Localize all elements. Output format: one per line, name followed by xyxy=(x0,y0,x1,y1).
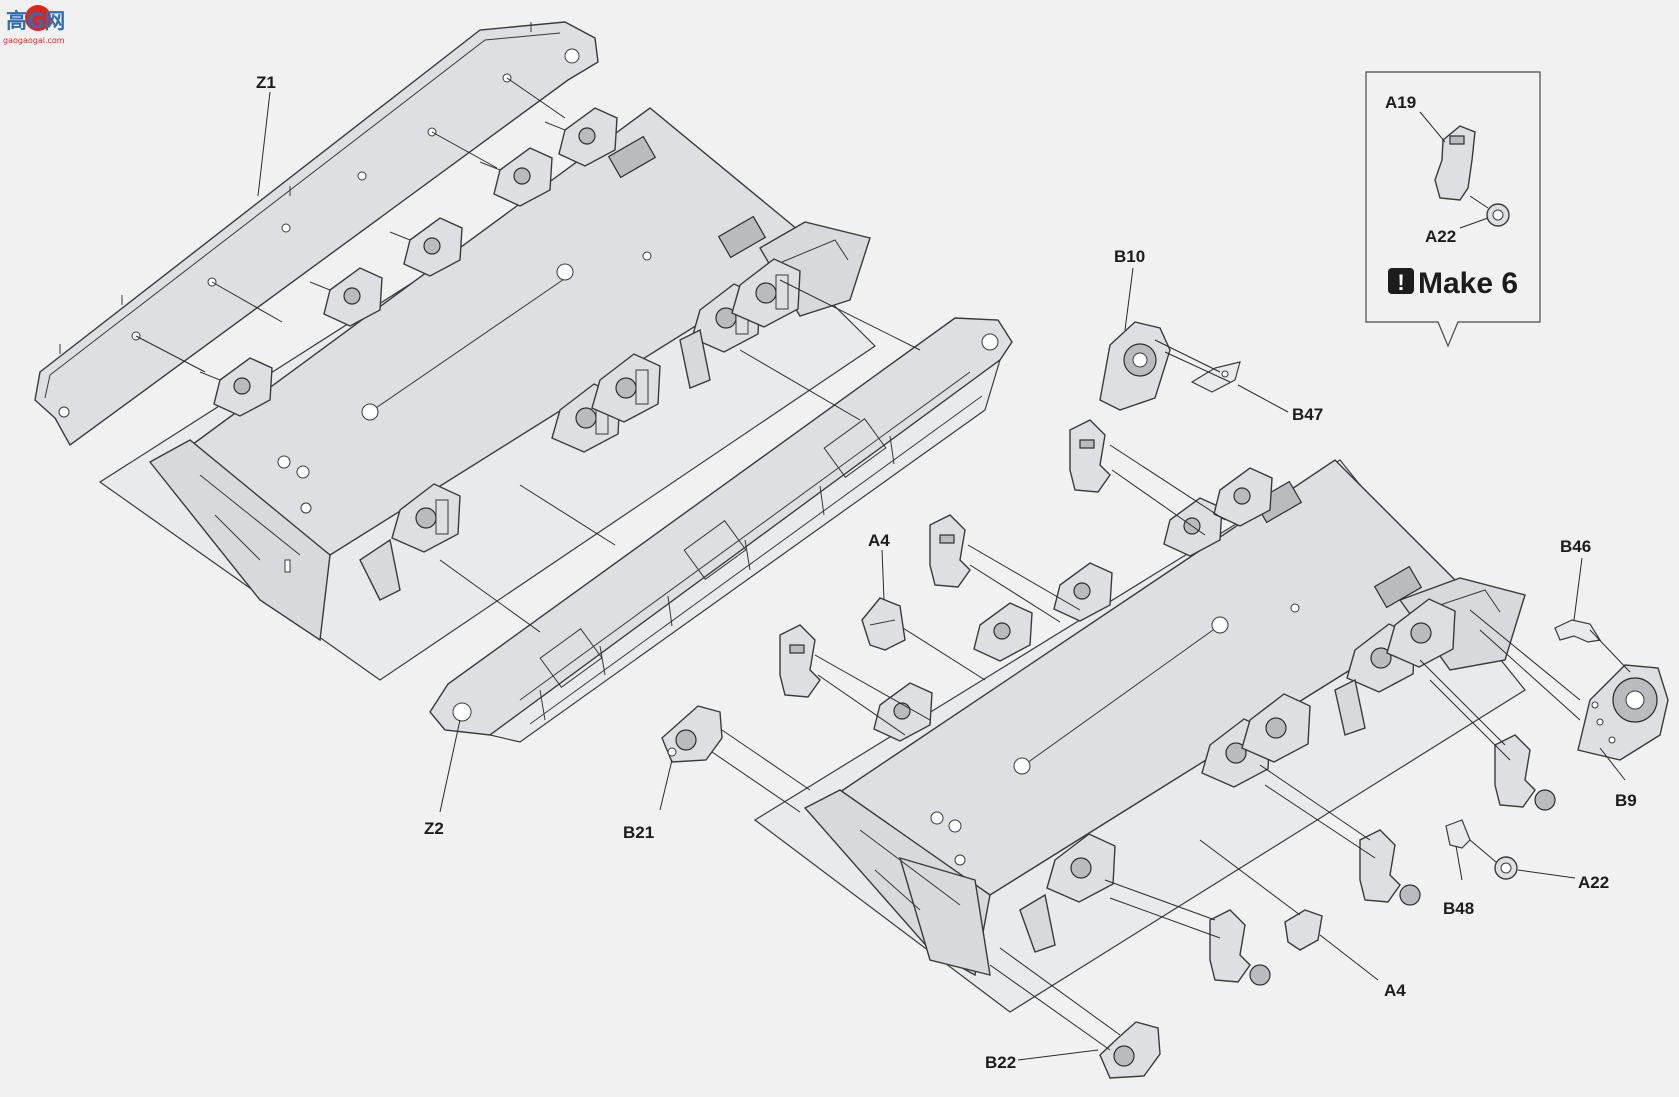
part-z2-side-frame xyxy=(429,317,1013,743)
right-suspension-bottom-row xyxy=(1019,598,1456,953)
left-suspension-top-row xyxy=(199,107,618,417)
warning-exclamation-icon: ! xyxy=(1388,268,1414,295)
part-z1-side-panel xyxy=(34,21,599,447)
part-b10-sprocket-housing xyxy=(1099,321,1171,411)
watermark-subtext: gaogaogai.com xyxy=(3,36,65,45)
label-b48: B48 xyxy=(1443,899,1474,918)
part-b21 xyxy=(661,705,723,763)
right-suspension-top-row xyxy=(873,467,1273,742)
part-arms-right xyxy=(1209,734,1556,986)
part-b22 xyxy=(1099,1021,1161,1079)
label-z2: Z2 xyxy=(424,819,444,838)
label-b22: B22 xyxy=(985,1053,1016,1072)
part-b46 xyxy=(1554,619,1601,643)
callout-make-6: ! Make 6 A19 A22 xyxy=(1365,71,1541,348)
watermark-logo: 高G网 gaogaogai.com xyxy=(0,0,68,54)
part-a19 xyxy=(1434,125,1476,201)
part-b9-drive-sprocket xyxy=(1577,664,1669,761)
guide-lines-z1 xyxy=(135,77,566,373)
right-hull-body xyxy=(753,459,1526,1013)
label-a22-callout: A22 xyxy=(1425,227,1456,246)
watermark-ball-icon xyxy=(25,5,51,31)
label-a19: A19 xyxy=(1385,93,1416,112)
part-arms-floating xyxy=(779,419,1111,698)
label-a4-bottom: A4 xyxy=(1384,981,1406,1000)
left-hull-body xyxy=(98,107,876,681)
part-a22-right xyxy=(1494,856,1518,880)
guide-lines-z2 xyxy=(439,279,921,633)
label-z1: Z1 xyxy=(256,73,276,92)
label-b10: B10 xyxy=(1114,247,1145,266)
label-a22-right: A22 xyxy=(1578,873,1609,892)
label-b21: B21 xyxy=(623,823,654,842)
part-a4-top xyxy=(861,597,906,651)
part-a22-callout xyxy=(1486,203,1510,227)
label-a4-top: A4 xyxy=(868,531,890,550)
part-b48 xyxy=(1445,819,1471,849)
part-labels: Z1 Z2 B10 B47 A4 B21 B22 B46 B9 A22 B48 … xyxy=(256,73,1637,1072)
watermark-text: 高G网 xyxy=(6,9,65,33)
make-6-note: Make 6 xyxy=(1418,267,1518,300)
label-b9: B9 xyxy=(1615,791,1637,810)
part-a4-bottom xyxy=(1284,909,1323,951)
label-b46: B46 xyxy=(1560,537,1591,556)
label-b47: B47 xyxy=(1292,405,1323,424)
left-suspension-bottom-row xyxy=(359,258,801,601)
part-b47 xyxy=(1190,361,1241,393)
svg-text:!: ! xyxy=(1397,270,1404,295)
